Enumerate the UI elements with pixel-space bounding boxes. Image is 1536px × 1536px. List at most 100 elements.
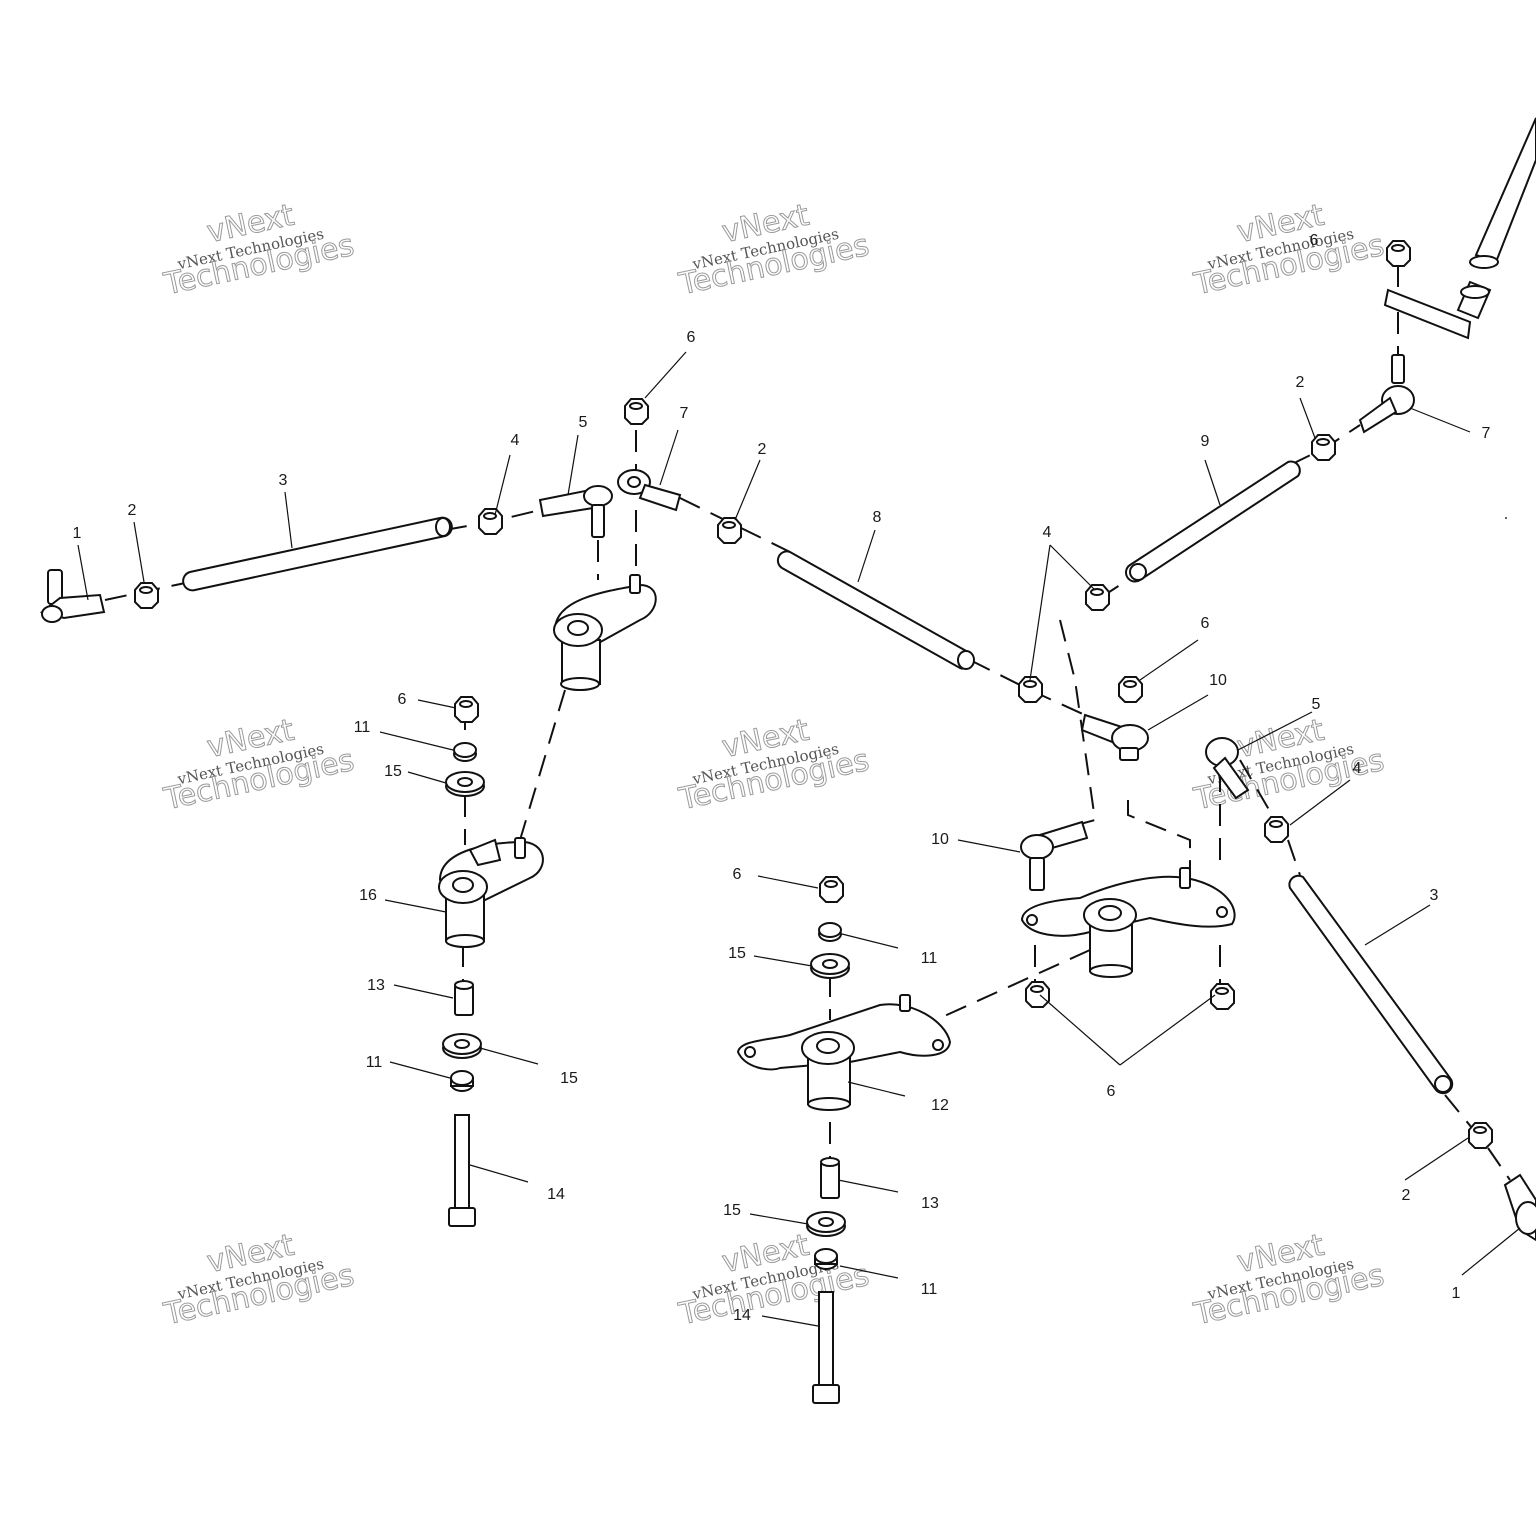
nut — [1018, 676, 1043, 703]
callout-number: 6 — [1201, 615, 1210, 632]
pitman-arm-upper — [553, 574, 657, 691]
callout-number: 7 — [680, 405, 689, 422]
callout-number: 15 — [723, 1202, 741, 1219]
callout-number: 6 — [1310, 232, 1319, 249]
callout-number: 1 — [73, 525, 82, 542]
bushing-13-a — [454, 980, 474, 1016]
bushing-11-c — [818, 922, 842, 942]
bushing-11-b — [450, 1070, 474, 1092]
callout-number: 11 — [921, 950, 938, 967]
nut — [1118, 676, 1143, 703]
washer-15-b — [442, 1033, 482, 1059]
bellcrank-right — [1020, 867, 1236, 978]
nut — [1386, 240, 1411, 267]
callout-number: 2 — [1296, 374, 1305, 391]
nut — [454, 696, 479, 723]
callout-number: 16 — [359, 887, 377, 904]
callout-number: 2 — [128, 502, 137, 519]
bellcrank-12 — [736, 994, 952, 1111]
tie-rod-end-7-left — [617, 469, 682, 512]
nut — [1468, 1122, 1493, 1149]
bolt-14-b — [812, 1291, 840, 1404]
callout-number: 11 — [921, 1281, 938, 1298]
bolt-14-a — [448, 1114, 476, 1227]
callout-number: 15 — [560, 1070, 578, 1087]
hardware — [442, 742, 850, 1404]
nut — [1264, 816, 1289, 843]
bushing-13-b — [820, 1157, 840, 1199]
callout-number: 15 — [728, 945, 746, 962]
tie-rod-end-10-upper — [1080, 713, 1149, 761]
callout-number: 7 — [1482, 425, 1491, 442]
callout-number: 11 — [366, 1054, 383, 1071]
tie-rod-3-right — [1288, 874, 1454, 1095]
callout-number: 6 — [1107, 1083, 1116, 1100]
callout-number: 4 — [511, 432, 520, 449]
tie-rod-9 — [1125, 460, 1301, 583]
callout-number: 4 — [1043, 524, 1052, 541]
steering-arms — [438, 574, 1236, 1111]
steering-column — [1383, 117, 1536, 340]
bushing-11-a — [453, 742, 477, 762]
tie-rod-8 — [776, 550, 975, 670]
callout-number: 12 — [931, 1097, 949, 1114]
tie-rod-end-1-right — [1503, 1173, 1536, 1242]
leader-lines — [77, 351, 1521, 1327]
callout-number: 2 — [1402, 1187, 1411, 1204]
tie-rod-ends — [39, 354, 1536, 1242]
washer-15-d — [806, 1211, 846, 1237]
callout-number: 6 — [398, 691, 407, 708]
callout-number: 6 — [687, 329, 696, 346]
nut — [624, 398, 649, 425]
callout-number: 9 — [1201, 433, 1210, 450]
nut — [1085, 584, 1110, 611]
tie-rod-end-5-right — [1205, 737, 1250, 800]
callout-number: 8 — [873, 509, 882, 526]
callout-number: 1 — [1452, 1285, 1461, 1302]
callout-number: 5 — [579, 414, 588, 431]
tie-rod-end-5-left — [538, 485, 613, 538]
tie-rod-end-10-lower — [1020, 820, 1089, 891]
callout-number: 10 — [1209, 672, 1227, 689]
bushing-11-d — [814, 1248, 838, 1270]
nut — [1311, 434, 1336, 461]
tie-rod-3-left — [182, 516, 453, 592]
callout-number: 3 — [1430, 887, 1439, 904]
tie-rods — [182, 117, 1536, 1095]
nut — [717, 517, 742, 544]
washer-15-a — [445, 771, 485, 797]
callout-number: 11 — [354, 719, 371, 736]
steering-arm-16 — [438, 837, 544, 948]
nuts — [134, 240, 1493, 1149]
callout-number: 13 — [367, 977, 385, 994]
callout-number: 4 — [1353, 760, 1362, 777]
callout-number: 6 — [733, 866, 742, 883]
stray-dot — [1505, 517, 1507, 519]
nut — [819, 876, 844, 903]
callout-number: 5 — [1312, 696, 1321, 713]
nut — [1025, 981, 1050, 1008]
callout-number: 13 — [921, 1195, 939, 1212]
nut — [134, 582, 159, 609]
tie-rod-end-7-right — [1358, 354, 1415, 434]
callout-labels: 1234567284927661054310611151613151114611… — [73, 232, 1491, 1324]
callout-number: 14 — [733, 1307, 751, 1324]
callout-number: 2 — [758, 441, 767, 458]
callout-number: 15 — [384, 763, 402, 780]
washer-15-c — [810, 953, 850, 979]
nut — [478, 508, 503, 535]
callout-number: 3 — [279, 472, 288, 489]
tie-rod-end-1-left — [39, 569, 106, 623]
callout-number: 10 — [931, 831, 949, 848]
